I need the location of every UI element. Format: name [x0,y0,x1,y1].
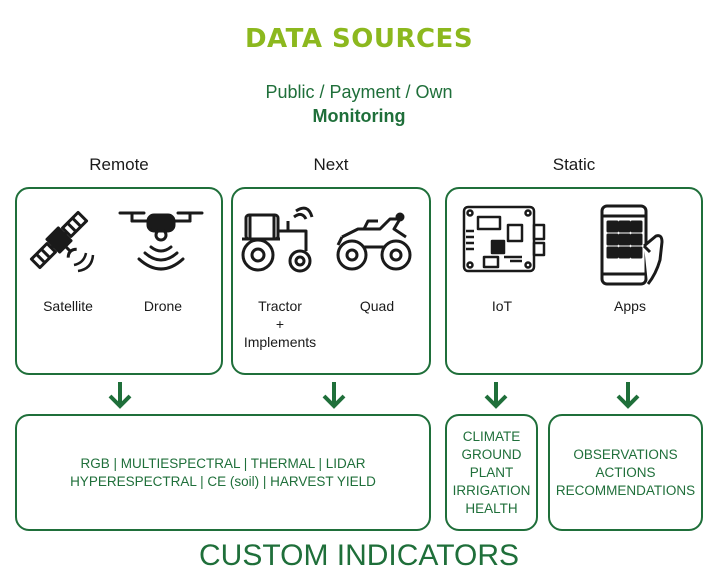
down-arrow-icon [616,382,640,409]
item-label-apps: Apps [614,298,646,314]
record-item: RECOMMENDATIONS [555,482,696,498]
item-label-tractor: Tractor + Implements [243,298,317,350]
condition-item: PLANT [469,464,514,480]
item-label-quad: Quad [359,298,395,314]
static-box [445,187,703,375]
condition-item: CLIMATE [462,428,521,444]
condition-item: GROUND [461,446,522,462]
subtitle-monitoring: Monitoring [312,106,406,126]
group-label-remote: Remote [89,155,149,174]
next-box [231,187,431,375]
sensors-box: RGB | MULTIESPECTRAL | THERMAL | LIDAR H… [15,414,431,531]
down-arrow-icon [322,382,346,409]
down-arrow-icon [108,382,132,409]
smartphone-icon [600,204,664,286]
conditions-box: CLIMATE GROUND PLANT IRRIGATION HEALTH [445,414,538,531]
circuit-board-icon [462,205,546,273]
remote-box [15,187,223,375]
condition-item: HEALTH [465,500,518,516]
down-arrow-icon [484,382,508,409]
condition-item: IRRIGATION [452,482,531,498]
group-label-next: Next [313,155,349,174]
page-title: DATA SOURCES [244,24,474,54]
quad-icon [336,212,412,271]
item-label-drone: Drone [143,298,183,314]
sensors-line-2: HYPERESPECTRAL | CE (soil) | HARVEST YIE… [70,473,376,489]
sensors-line-1: RGB | MULTIESPECTRAL | THERMAL | LIDAR [80,455,366,471]
satellite-icon [29,210,95,273]
records-box: OBSERVATIONS ACTIONS RECOMMENDATIONS [548,414,703,531]
record-item: ACTIONS [595,464,656,480]
item-label-satellite: Satellite [43,298,93,314]
item-label-iot: IoT [491,298,513,314]
subtitle: Public / Payment / Own [265,82,453,102]
footer-title: CUSTOM INDICATORS [198,539,520,572]
tractor-icon [241,206,314,273]
group-label-static: Static [552,155,596,174]
drone-icon [118,211,204,271]
record-item: OBSERVATIONS [573,446,678,462]
